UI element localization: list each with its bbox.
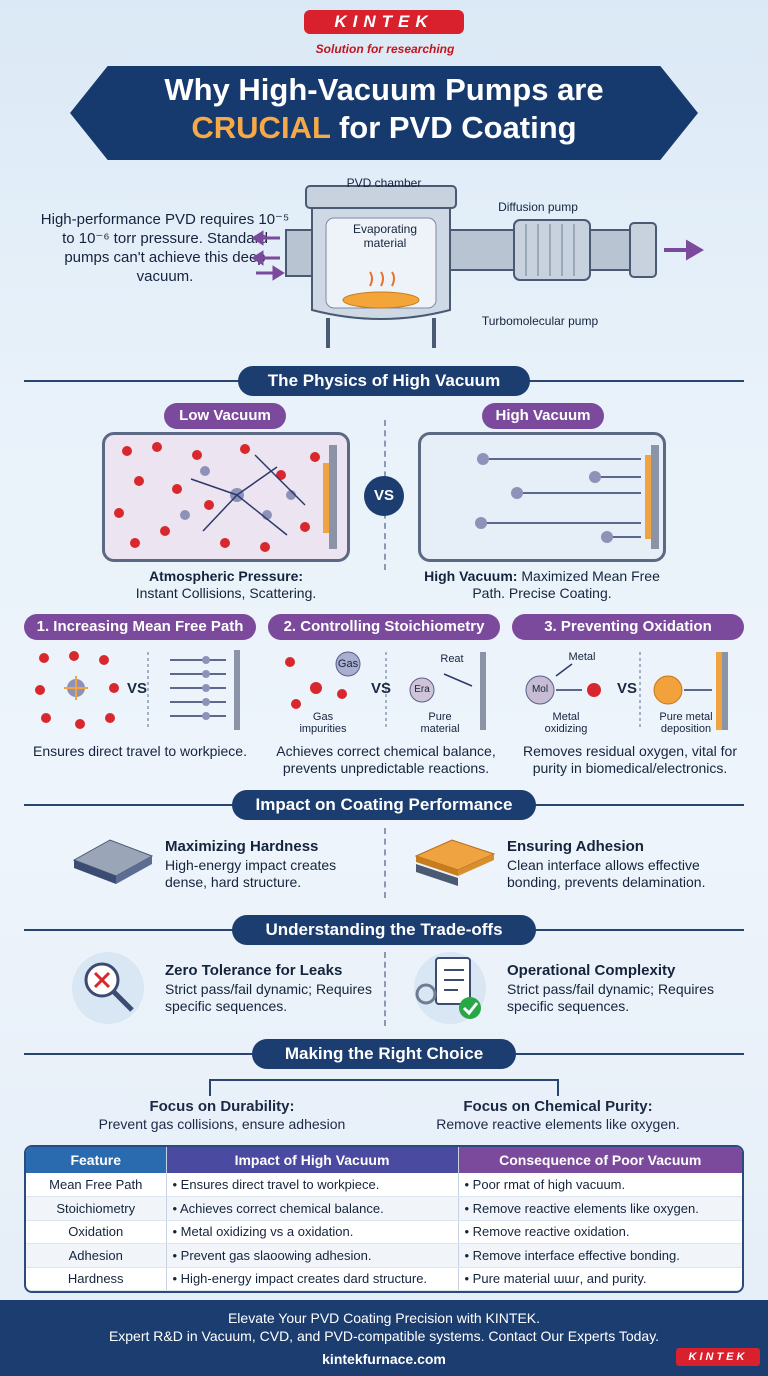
vs-badge: VS	[364, 476, 404, 516]
checklist-icon	[414, 952, 486, 1024]
divider-vertical	[384, 952, 386, 1026]
table-row: Oxidation • Metal oxidizing vs a oxidati…	[26, 1220, 742, 1244]
caption-text: Maximized Mean Free Path. Precise Coatin…	[472, 568, 660, 601]
leaks-desc: Strict pass/fail dynamic; Requires speci…	[165, 981, 372, 1014]
table-row: Hardness • High-energy impact creates da…	[26, 1267, 742, 1291]
pvd-chamber-label: PVD chamber	[346, 176, 422, 190]
complexity-title: Operational Complexity	[507, 962, 676, 979]
purity-desc: Remove reactive elements like oxygen.	[436, 1116, 680, 1132]
high-vacuum-label: High Vacuum	[482, 403, 604, 429]
table-cell: • Poor rmat of high vacuum.	[457, 1173, 742, 1197]
pure-material-label: Pure material	[420, 711, 460, 735]
purity-title: Focus on Chemical Purity:	[463, 1098, 653, 1115]
table-cell: • Achieves correct chemical balance.	[165, 1196, 458, 1221]
choice-branch	[209, 1079, 559, 1096]
mean-free-path-diagram	[35, 650, 240, 730]
low-vacuum-caption: Atmospheric Pressure:Instant Collisions,…	[108, 568, 344, 602]
straight-path-diagram	[475, 445, 659, 549]
pure-metal-label: Pure metal deposition	[659, 711, 713, 735]
effect-label-3: 3. Preventing Oxidation	[512, 614, 744, 640]
gas-impurities-label: Gas impurities	[299, 711, 347, 735]
table-cell: Oxidation	[26, 1220, 166, 1244]
physics-header: The Physics of High Vacuum	[238, 366, 530, 396]
comparison-table: Feature Impact of High Vacuum Consequenc…	[24, 1145, 744, 1293]
footer-line1: Elevate Your PVD Coating Precision with …	[227, 1310, 541, 1326]
table-header-impact: Impact of High Vacuum	[165, 1147, 458, 1173]
stoichiometry-diagram	[285, 651, 486, 730]
oxidation-diagram	[525, 652, 728, 730]
table-cell: Stoichiometry	[26, 1196, 166, 1221]
brand-tagline: Solution for researching	[315, 42, 455, 56]
caption-text: Instant Collisions, Scattering.	[135, 585, 317, 601]
footer-url[interactable]: kintekfurnace.com	[322, 1351, 446, 1367]
table-cell: • Pure material ɯɯɾ, and purity.	[457, 1267, 742, 1291]
table-cell: Hardness	[26, 1267, 166, 1291]
effect-caption-1: Ensures direct travel to workpiece.	[33, 743, 247, 759]
table-cell: • Remove reactive oxidation.	[457, 1220, 742, 1244]
hardness-title: Maximizing Hardness	[165, 838, 319, 855]
brand-logo: KINTEK	[304, 10, 464, 34]
intro-text: High-performance PVD requires 10⁻⁵ to 10…	[40, 211, 290, 285]
pvd-system-illustration	[251, 185, 704, 348]
table-cell: Mean Free Path	[26, 1173, 166, 1197]
table-cell: • Remove reactive elements like oxygen.	[457, 1196, 742, 1221]
choice-header: Making the Right Choice	[252, 1039, 516, 1069]
divider-vertical	[384, 828, 386, 898]
low-vacuum-label: Low Vacuum	[164, 403, 286, 429]
title-rest: for PVD Coating	[330, 110, 577, 145]
page-title-line2: CRUCIAL for PVD Coating	[70, 110, 698, 146]
vs-label-2: VS	[371, 680, 392, 697]
diffusion-pump-label: Diffusion pump	[498, 200, 578, 214]
turbo-pump-label: Turbomolecular pump	[481, 314, 599, 328]
adhesion-icon	[414, 839, 496, 886]
tradeoffs-header: Understanding the Trade-offs	[232, 915, 536, 945]
table-cell: • High-energy impact creates dard struct…	[165, 1267, 458, 1291]
title-banner	[70, 66, 698, 160]
table-cell: • Metal oxidizing vs a oxidation.	[165, 1220, 458, 1244]
hardness-desc: High-energy impact creates dense, hard s…	[165, 857, 337, 890]
title-accent: CRUCIAL	[191, 110, 331, 145]
gas-label: Gas	[337, 658, 359, 670]
effect-label-1: 1. Increasing Mean Free Path	[24, 614, 256, 640]
effect-caption-3: Removes residual oxygen, vital for purit…	[523, 743, 737, 776]
vs-label-3: VS	[617, 680, 638, 697]
metal-label: Metal	[568, 651, 596, 663]
table-row: Mean Free Path • Ensures direct travel t…	[26, 1173, 742, 1197]
complexity-desc: Strict pass/fail dynamic; Requires speci…	[507, 981, 714, 1014]
durability-title: Focus on Durability:	[149, 1098, 295, 1115]
table-header-consequence: Consequence of Poor Vacuum	[457, 1147, 742, 1173]
adhesion-title: Ensuring Adhesion	[507, 838, 644, 855]
leaks-title: Zero Tolerance for Leaks	[165, 962, 343, 979]
mol-label: Mol	[531, 684, 549, 695]
table-row: Stoichiometry • Achieves correct chemica…	[26, 1196, 742, 1221]
durability-desc: Prevent gas collisions, ensure adhesion	[98, 1116, 346, 1132]
high-vacuum-box	[418, 432, 666, 562]
high-vacuum-caption: High Vacuum: Maximized Mean Free Path. P…	[420, 568, 664, 602]
hardness-icon	[72, 839, 154, 884]
table-cell: • Prevent gas slaoowing adhesion.	[165, 1243, 458, 1268]
table-cell: Adhesion	[26, 1243, 166, 1268]
vs-label-1: VS	[127, 680, 148, 697]
effect-label-2: 2. Controlling Stoichiometry	[268, 614, 500, 640]
table-row: Adhesion • Prevent gas slaoowing adhesio…	[26, 1243, 742, 1268]
table-cell: • Remove interface effective bonding.	[457, 1243, 742, 1268]
footer-line2: Expert R&D in Vacuum, CVD, and PVD-compa…	[108, 1328, 660, 1344]
page-title-line1: Why High-Vacuum Pumps are	[164, 72, 604, 107]
gas-collision-diagram	[114, 442, 337, 552]
footer-bar	[0, 1300, 768, 1376]
leak-search-icon	[72, 952, 144, 1024]
impact-header: Impact on Coating Performance	[232, 790, 536, 820]
era-label: Era	[414, 684, 430, 695]
effect-caption-2: Achieves correct chemical balance, preve…	[276, 743, 496, 776]
footer-logo: KINTEK	[676, 1348, 760, 1366]
caption-bold: Atmospheric Pressure:	[148, 568, 304, 584]
low-vacuum-box	[102, 432, 350, 562]
adhesion-desc: Clean interface allows effective bonding…	[507, 857, 706, 890]
table-header-feature: Feature	[26, 1147, 166, 1173]
metal-oxidizing-label: Metal oxidizing	[544, 711, 588, 735]
evaporating-material-label: Evaporating material	[352, 222, 418, 250]
reat-label: Reat	[440, 653, 464, 665]
table-cell: • Ensures direct travel to workpiece.	[165, 1173, 458, 1197]
caption-bold: High Vacuum:	[424, 568, 518, 584]
